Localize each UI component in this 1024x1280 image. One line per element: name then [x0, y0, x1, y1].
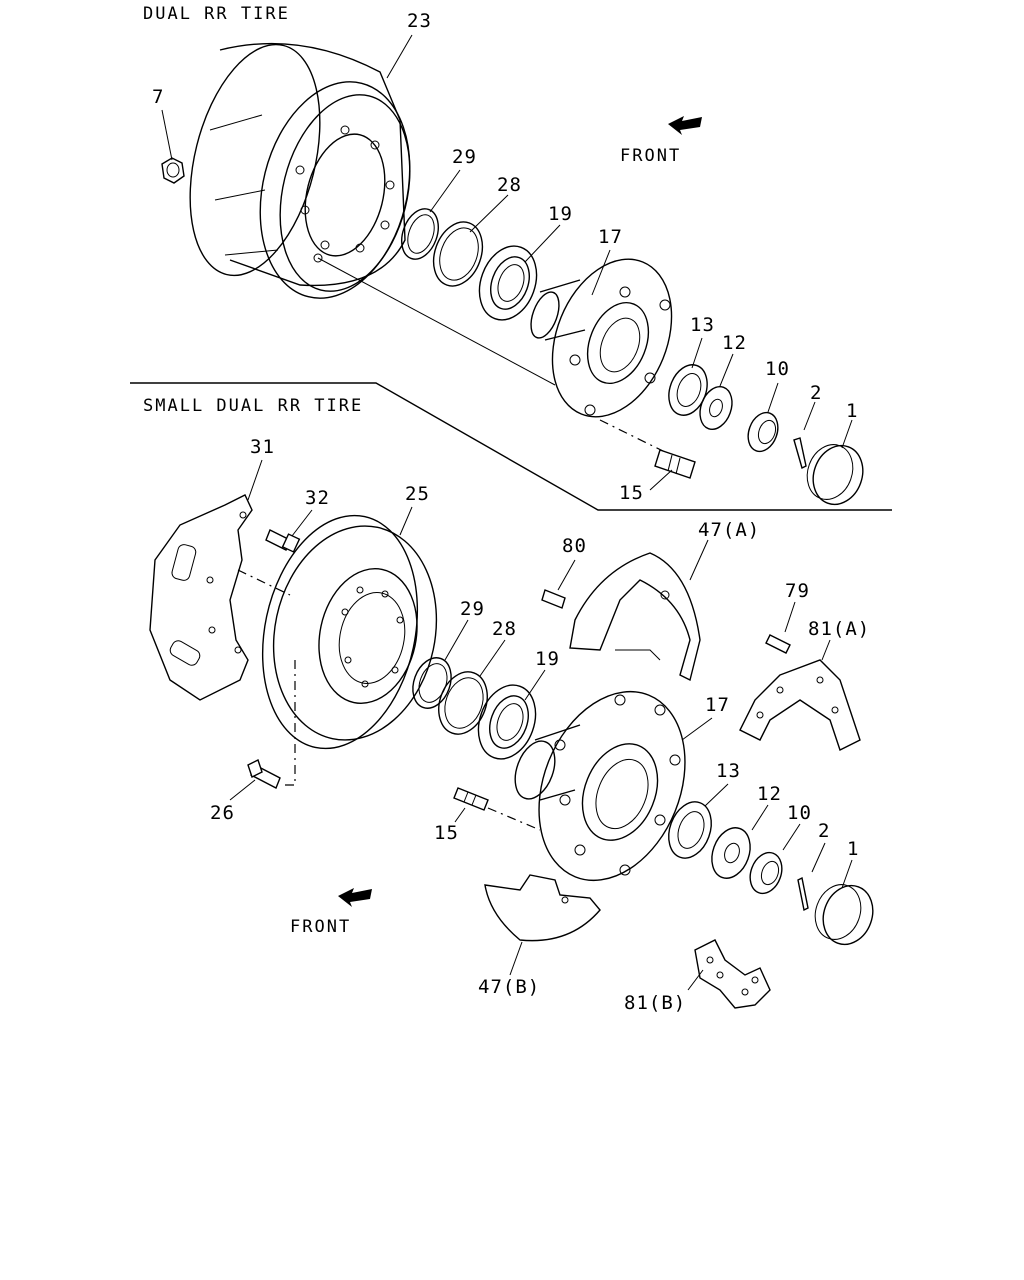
upper-stud-15 — [654, 449, 696, 479]
front-arrow-icon — [668, 116, 702, 135]
front-arrow-icon — [338, 888, 372, 907]
callout-29: 29 — [452, 146, 477, 168]
callout-29-lower: 29 — [460, 598, 485, 620]
callout-15-lower: 15 — [434, 822, 459, 844]
upper-nut-7 — [161, 157, 185, 184]
callout-10: 10 — [765, 358, 790, 380]
callout-79: 79 — [785, 580, 810, 602]
callout-28-lower: 28 — [492, 618, 517, 640]
lower-seal-29 — [412, 657, 452, 709]
lower-ring-28 — [438, 671, 488, 735]
section-divider — [130, 382, 892, 511]
lower-bolt-80 — [541, 589, 566, 609]
lower-cap-1 — [814, 884, 874, 946]
lower-dust-shield-31 — [149, 494, 253, 701]
lower-washer-12 — [711, 827, 751, 879]
upper-cotter-pin-2 — [793, 437, 807, 470]
callout-47a: 47(A) — [698, 519, 761, 541]
callout-12-lower: 12 — [757, 783, 782, 805]
section-title-lower: SMALL DUAL RR TIRE — [143, 396, 364, 416]
upper-hub-17 — [530, 258, 673, 418]
lower-bearing-19 — [477, 684, 537, 760]
callout-13-lower: 13 — [716, 760, 741, 782]
upper-stud-axis — [317, 257, 556, 386]
lower-plate-81b — [694, 939, 771, 1009]
callout-31: 31 — [250, 436, 275, 458]
lower-bolt-26 — [247, 759, 281, 789]
callout-28: 28 — [497, 174, 522, 196]
upper-brake-drum — [189, 42, 411, 299]
upper-seal-29 — [401, 208, 439, 260]
lower-brake-disc-25 — [261, 514, 438, 750]
upper-ring-28 — [432, 221, 484, 287]
lower-splash-shield-47a — [569, 552, 701, 682]
callout-17: 17 — [598, 226, 623, 248]
callout-2: 2 — [810, 382, 823, 404]
front-label-lower: FRONT — [290, 917, 352, 937]
lower-cotter-pin-2 — [797, 876, 809, 912]
callout-1-lower: 1 — [847, 838, 860, 860]
callout-81b: 81(B) — [624, 992, 687, 1014]
callout-10-lower: 10 — [787, 802, 812, 824]
callout-1: 1 — [846, 400, 859, 422]
section-title-upper: DUAL RR TIRE — [143, 4, 290, 24]
callout-2-lower: 2 — [818, 820, 831, 842]
lower-bolt-32 — [265, 529, 301, 553]
lower-bolt-79 — [765, 634, 791, 654]
callout-19-lower: 19 — [535, 648, 560, 670]
upper-bearing-13 — [668, 364, 708, 416]
lower-plate-81a — [739, 659, 861, 751]
callout-15: 15 — [619, 482, 644, 504]
lower-bearing-13 — [668, 801, 712, 859]
upper-castle-nut-10 — [747, 411, 779, 453]
callout-23: 23 — [407, 10, 432, 32]
callout-25: 25 — [405, 483, 430, 505]
upper-washer-12 — [699, 385, 733, 431]
lower-splash-shield-47b — [484, 874, 601, 942]
callout-26: 26 — [210, 802, 235, 824]
callout-13: 13 — [690, 314, 715, 336]
callout-47b: 47(B) — [478, 976, 541, 998]
lower-castle-nut-10 — [749, 851, 783, 895]
callout-12: 12 — [722, 332, 747, 354]
lower-hub-17 — [514, 690, 686, 882]
callout-81a: 81(A) — [808, 618, 871, 640]
callout-17-lower: 17 — [705, 694, 730, 716]
callout-32: 32 — [305, 487, 330, 509]
lower-stud-15 — [453, 787, 489, 811]
callout-19: 19 — [548, 203, 573, 225]
upper-cap-1 — [806, 444, 864, 506]
callout-80: 80 — [562, 535, 587, 557]
front-label-upper: FRONT — [620, 146, 682, 166]
callout-7: 7 — [152, 86, 165, 108]
upper-bearing-19 — [478, 245, 538, 321]
